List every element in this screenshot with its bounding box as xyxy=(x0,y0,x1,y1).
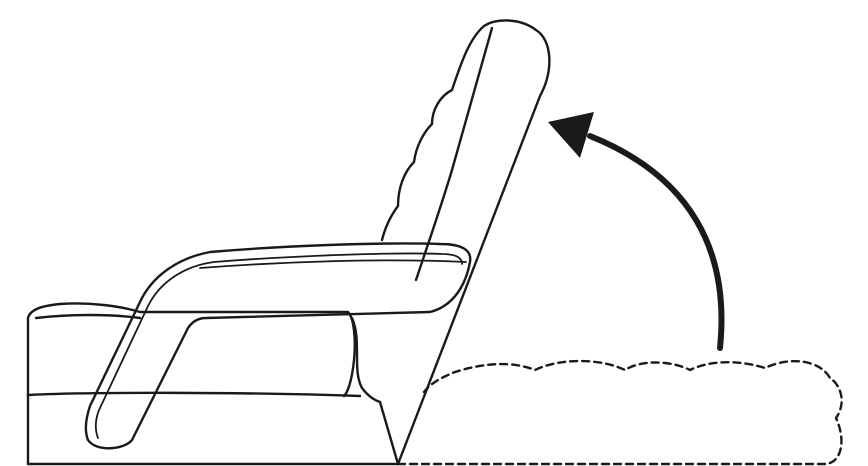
backrest-upright xyxy=(380,19,551,466)
seat-cushion xyxy=(26,302,356,398)
backrest-lower-edge xyxy=(378,400,400,466)
armrest-top-edge xyxy=(199,259,467,269)
base-cushion-lower xyxy=(26,393,400,466)
backrest-flat-dashed xyxy=(396,359,843,466)
seat-cushion-top-edge xyxy=(34,313,142,320)
armrest-outer xyxy=(84,242,472,450)
curved-arrow-icon xyxy=(548,112,725,351)
armrest-piping xyxy=(94,252,463,439)
seat-back-gap xyxy=(350,316,382,404)
backrest-seam xyxy=(414,26,494,282)
base-cushion-divider xyxy=(26,391,362,398)
